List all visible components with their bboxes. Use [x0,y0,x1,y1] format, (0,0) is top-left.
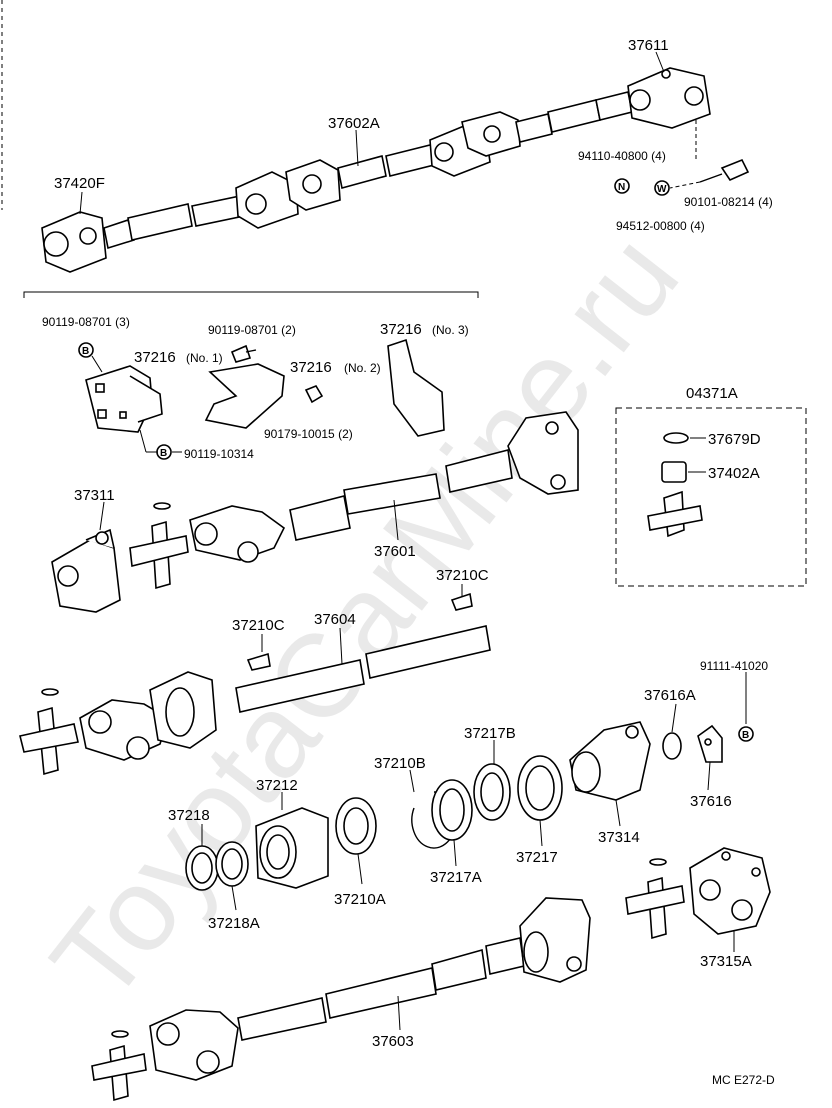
label-90119-10314: 90119-10314 [184,447,254,461]
label-37210C-upper: 37210C [436,567,489,584]
shaft-37601-assembly [51,411,579,613]
flange-hardware: N W [614,120,750,196]
part-labels: 37611 37602A 37420F 94110-40800 (4) 9010… [42,37,775,1087]
label-37216-no2-note: (No. 2) [344,361,381,375]
shaft-37604-assembly [19,592,491,776]
bolt-marker-letter-2: B [160,448,167,459]
label-37216-no1-note: (No. 1) [186,351,223,365]
label-37314: 37314 [598,829,640,846]
bracket-parts: B B [78,338,445,460]
label-37212: 37212 [256,777,298,794]
label-37217B: 37217B [464,725,516,742]
label-37679D: 37679D [708,431,761,448]
bolt-marker-letter-3: B [742,730,749,741]
center-bearing-parts: B [185,721,754,891]
label-37217: 37217 [516,849,558,866]
label-91111-41020: 91111-41020 [700,659,768,673]
washer-marker-letter: W [657,184,667,195]
shaft-37603-assembly [91,847,771,1102]
kit-04371A-box [615,407,807,587]
nut-marker-letter: N [618,182,625,193]
label-37601: 37601 [374,543,416,560]
label-37218: 37218 [168,807,210,824]
label-37218A: 37218A [208,915,260,932]
nut-icon [614,178,630,194]
shaft-37602A-assembly [41,67,711,273]
label-90179-10015: 90179-10015 (2) [264,427,353,441]
label-37210A: 37210A [334,891,386,908]
diagram-code: MC E272-D [712,1073,775,1087]
label-37420F: 37420F [54,175,105,192]
label-37602A: 37602A [328,115,380,132]
label-37210B: 37210B [374,755,426,772]
label-37311: 37311 [74,487,115,504]
label-94512-00800: 94512-00800 (4) [616,219,705,233]
label-37315A: 37315A [700,953,752,970]
label-37616: 37616 [690,793,732,810]
leader-lines [79,51,747,1031]
label-94110-40800: 94110-40800 (4) [578,149,666,163]
label-37604: 37604 [314,611,356,628]
washer-icon [654,180,670,196]
kit-04371A-contents [647,432,706,538]
label-37611: 37611 [628,37,669,54]
label-37216-no3: 37216 [380,321,422,338]
label-37216-no3-note: (No. 3) [432,323,469,337]
label-04371A: 04371A [686,385,738,402]
label-37210C-lower: 37210C [232,617,285,634]
label-37217A: 37217A [430,869,482,886]
label-37603: 37603 [372,1033,414,1050]
label-37616A: 37616A [644,687,696,704]
label-37216-no2: 37216 [290,359,332,376]
label-90119-08701-2: 90119-08701 (2) [208,323,296,337]
label-37216-no1: 37216 [134,349,176,366]
label-90119-08701-3: 90119-08701 (3) [42,315,130,329]
bolt-marker-letter-1: B [82,346,89,357]
label-37402A: 37402A [708,465,760,482]
label-90101-08214: 90101-08214 (4) [684,195,773,209]
brackets-group-bracket [23,291,479,298]
